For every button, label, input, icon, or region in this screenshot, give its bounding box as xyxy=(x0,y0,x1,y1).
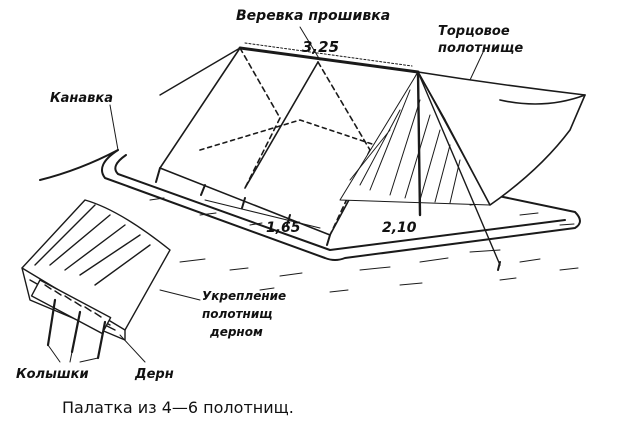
end-panel xyxy=(417,71,586,206)
dimension-lines xyxy=(204,42,413,229)
ground-hatching xyxy=(139,197,579,293)
pegs-label: Колышки xyxy=(16,367,89,382)
inset-detail xyxy=(21,199,171,360)
guy-ropes xyxy=(159,46,501,266)
dim-depth-label: 2,10 xyxy=(382,220,417,236)
dim-width-label: 1,65 xyxy=(266,220,301,236)
turf-label: Дерн xyxy=(134,367,174,382)
dim-length-label: 3,25 xyxy=(302,38,339,56)
figure-caption: Палатка из 4—6 полотнищ. xyxy=(62,398,294,417)
leader-lines xyxy=(47,26,486,363)
ditch-outline xyxy=(39,149,581,261)
end-panel-label-line1: Торцовое xyxy=(438,24,510,39)
end-panel-label-line2: полотнище xyxy=(438,41,523,56)
ditch-label: Канавка xyxy=(50,91,113,106)
reinforce-label-line2: полотнищ xyxy=(202,307,273,321)
reinforce-label-line1: Укрепление xyxy=(202,289,286,303)
rope-label: Веревка прошивка xyxy=(236,8,390,24)
reinforce-label-line3: дерном xyxy=(209,325,263,339)
